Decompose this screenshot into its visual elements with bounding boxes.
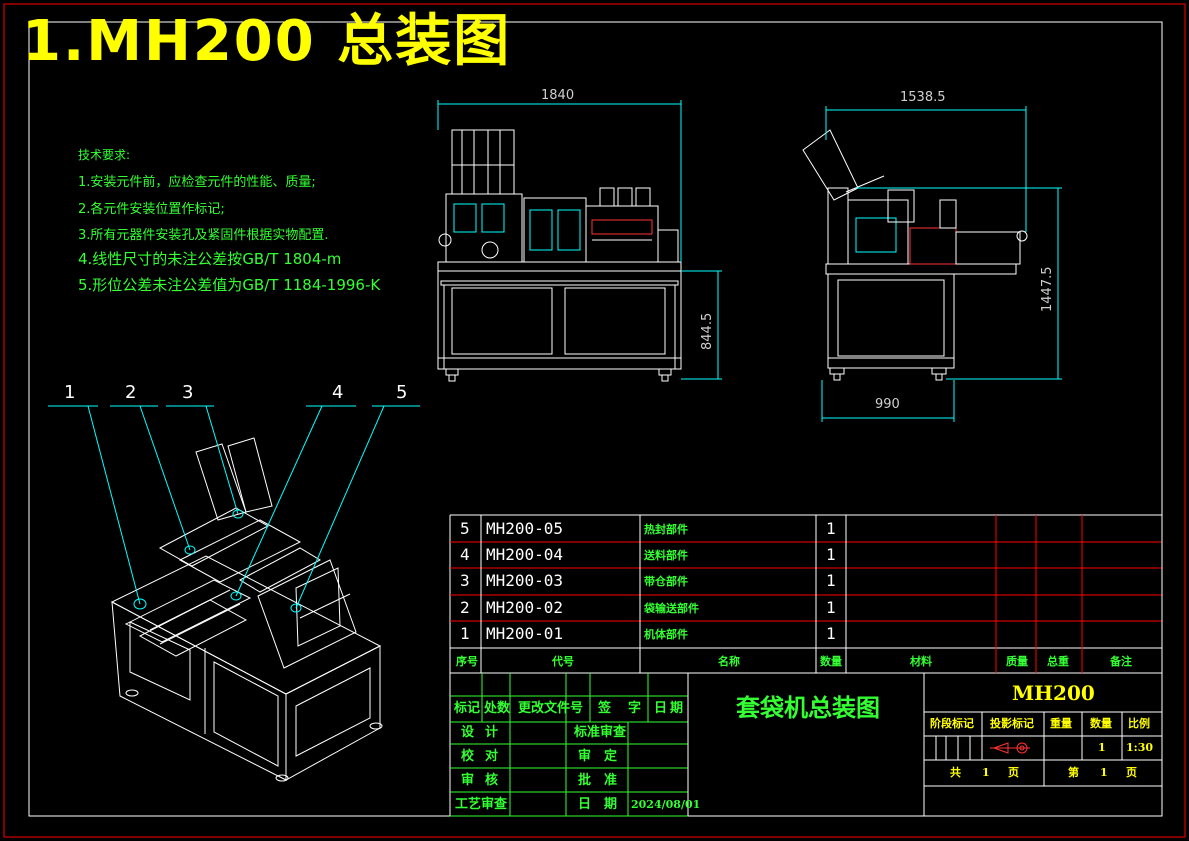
side-view bbox=[802, 106, 1062, 422]
model-number: MH200 bbox=[1012, 681, 1095, 705]
balloon-leaders bbox=[48, 405, 420, 609]
header-code: 代号 bbox=[552, 655, 574, 668]
dim-front-table-height: 844.5 bbox=[700, 312, 715, 350]
isometric-view bbox=[110, 437, 383, 782]
tech-requirements-heading: 技术要求: bbox=[78, 148, 131, 162]
balloon-1: 1 bbox=[64, 382, 76, 403]
scale-value: 1:30 bbox=[1126, 741, 1154, 754]
sheet-no-suffix: 页 bbox=[1126, 766, 1137, 779]
outer-border bbox=[3, 3, 1186, 838]
label-review: 审 bbox=[461, 773, 475, 788]
part-name: 送料部件 bbox=[644, 549, 688, 562]
front-view bbox=[437, 100, 722, 382]
inner-border bbox=[28, 21, 1163, 817]
label-date: 日 bbox=[578, 797, 592, 812]
title-block-grid bbox=[450, 515, 1163, 817]
header-material: 材料 bbox=[910, 655, 932, 668]
rev-sign: 签 bbox=[598, 701, 612, 716]
drawing-date: 2024/08/01 bbox=[631, 798, 701, 811]
drawing-name: 套袋机总装图 bbox=[736, 693, 880, 722]
label-ratify: 批 bbox=[578, 773, 592, 788]
part-no: 3 bbox=[460, 571, 470, 590]
quantity-label: 数量 bbox=[1090, 717, 1112, 730]
tech-requirement-4: 4.线性尺寸的未注公差按GB/T 1804-m bbox=[78, 250, 342, 268]
label-check-2: 对 bbox=[485, 749, 499, 764]
sheet-no-prefix: 第 bbox=[1068, 766, 1079, 779]
rev-date: 日 bbox=[654, 701, 668, 716]
label-approve-2: 定 bbox=[604, 749, 618, 764]
label-design: 设 bbox=[461, 725, 475, 740]
tech-requirement-1: 1.安装元件前，应检查元件的性能、质量; bbox=[78, 175, 316, 190]
tech-requirement-3: 3.所有元器件安装孔及紧固件根据实物配置. bbox=[78, 228, 329, 243]
part-code: MH200-02 bbox=[486, 598, 564, 617]
projection-mark-label: 投影标记 bbox=[990, 717, 1034, 730]
balloon-5: 5 bbox=[396, 382, 408, 403]
part-name: 带仓部件 bbox=[644, 575, 688, 588]
rev-date-2: 期 bbox=[670, 701, 684, 716]
rev-mark: 标记 bbox=[454, 701, 481, 716]
header-weight: 质量 bbox=[1006, 655, 1028, 668]
header-qty: 数量 bbox=[820, 655, 842, 668]
label-approve: 审 bbox=[578, 749, 592, 764]
part-code: MH200-05 bbox=[486, 519, 564, 538]
header-no: 序号 bbox=[456, 655, 478, 668]
part-no: 1 bbox=[460, 624, 470, 643]
part-name: 袋输送部件 bbox=[644, 602, 699, 615]
header-note: 备注 bbox=[1110, 655, 1132, 668]
part-code: MH200-01 bbox=[486, 624, 564, 643]
label-review-2: 核 bbox=[485, 773, 499, 788]
balloon-4: 4 bbox=[332, 382, 344, 403]
label-check: 校 bbox=[461, 749, 475, 764]
dim-side-base: 990 bbox=[875, 397, 900, 412]
header-total: 总重 bbox=[1047, 655, 1069, 668]
sheet-total-suffix: 页 bbox=[1008, 766, 1019, 779]
part-name: 热封部件 bbox=[644, 523, 688, 536]
part-no: 2 bbox=[460, 598, 470, 617]
label-design-2: 计 bbox=[485, 725, 499, 740]
parts-list-grid bbox=[449, 514, 1162, 816]
part-code: MH200-03 bbox=[486, 571, 564, 590]
part-qty: 1 bbox=[826, 519, 836, 538]
part-qty: 1 bbox=[826, 545, 836, 564]
part-qty: 1 bbox=[826, 598, 836, 617]
part-name: 机体部件 bbox=[644, 628, 688, 641]
sheet-no-count: 1 bbox=[1100, 766, 1108, 779]
part-qty: 1 bbox=[826, 571, 836, 590]
label-standard-review: 标准审查 bbox=[574, 725, 627, 740]
balloon-2: 2 bbox=[125, 382, 137, 403]
drawing-title: 1.MH200 总装图 bbox=[22, 9, 512, 74]
tech-requirement-5: 5.形位公差未注公差值为GB/T 1184-1996-K bbox=[78, 276, 381, 294]
part-no: 4 bbox=[460, 545, 470, 564]
header-name: 名称 bbox=[718, 655, 740, 668]
tech-requirement-2: 2.各元件安装位置作标记; bbox=[78, 202, 225, 217]
part-code: MH200-04 bbox=[486, 545, 564, 564]
sheet-total-prefix: 共 bbox=[950, 766, 961, 779]
rev-sign-2: 字 bbox=[628, 701, 642, 716]
stage-mark-label: 阶段标记 bbox=[930, 717, 974, 730]
projection-symbol-icon bbox=[990, 742, 1030, 754]
label-process-review: 工艺审查 bbox=[455, 797, 508, 812]
part-qty: 1 bbox=[826, 624, 836, 643]
dim-side-width: 1538.5 bbox=[900, 90, 946, 105]
rev-count: 处数 bbox=[484, 701, 511, 716]
dim-front-width: 1840 bbox=[541, 88, 575, 103]
dim-side-height: 1447.5 bbox=[1040, 266, 1055, 313]
rev-doc: 更改文件号 bbox=[518, 701, 584, 716]
sheet-total-count: 1 bbox=[982, 766, 990, 779]
quantity-value: 1 bbox=[1098, 741, 1106, 754]
label-date-2: 期 bbox=[604, 797, 618, 812]
weight-label: 重量 bbox=[1050, 717, 1072, 730]
balloon-3: 3 bbox=[182, 382, 194, 403]
scale-label: 比例 bbox=[1128, 717, 1150, 730]
label-ratify-2: 准 bbox=[604, 773, 618, 788]
part-no: 5 bbox=[460, 519, 470, 538]
